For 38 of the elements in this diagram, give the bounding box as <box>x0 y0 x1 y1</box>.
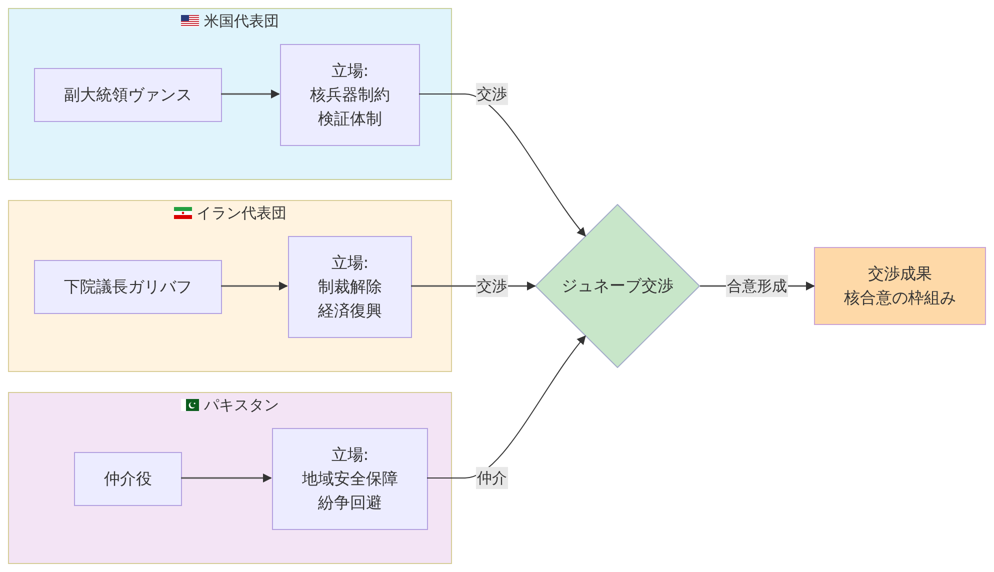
edge-label: 交渉 <box>476 83 508 105</box>
process-box <box>34 260 222 314</box>
process-box <box>272 428 428 530</box>
arrow <box>426 335 586 478</box>
decision-diamond <box>535 204 700 368</box>
process-box <box>280 44 420 146</box>
node-label: 紛争回避 <box>318 492 382 514</box>
group-title: パキスタン <box>204 395 279 415</box>
node-label: 検証体制 <box>318 108 382 130</box>
node-label: ジュネーブ交渉 <box>562 275 674 297</box>
group-panel <box>8 392 452 564</box>
process-box <box>74 452 182 506</box>
node-label: 立場: <box>331 252 369 274</box>
process-box <box>34 68 222 122</box>
arrow <box>418 94 586 237</box>
node-label: 地域安全保障 <box>302 468 398 490</box>
group-panel <box>8 8 452 180</box>
arrow <box>181 474 272 482</box>
edge-label: 合意形成 <box>726 275 788 297</box>
arrow <box>221 90 280 98</box>
group-panel <box>8 200 452 372</box>
arrow <box>221 282 288 290</box>
node-label: 立場: <box>331 444 369 466</box>
node-label: 制裁解除 <box>318 276 382 298</box>
node-label: 核合意の枠組み <box>844 287 956 309</box>
edge-label: 交渉 <box>476 275 508 297</box>
node-label: 経済復興 <box>318 300 382 322</box>
edge-label: 仲介 <box>476 467 508 489</box>
result-box <box>814 247 986 325</box>
group-title: イラン代表団 <box>196 203 286 223</box>
node-label: 下院議長ガリバフ <box>64 276 192 298</box>
node-label: 立場: <box>331 60 369 82</box>
node-label: 交渉成果 <box>868 263 932 285</box>
process-box <box>288 236 412 338</box>
group-title: 米国代表団 <box>204 11 279 31</box>
node-label: 核兵器制約 <box>310 84 390 106</box>
node-label: 副大統領ヴァンス <box>64 84 192 106</box>
node-label: 仲介役 <box>104 468 152 490</box>
